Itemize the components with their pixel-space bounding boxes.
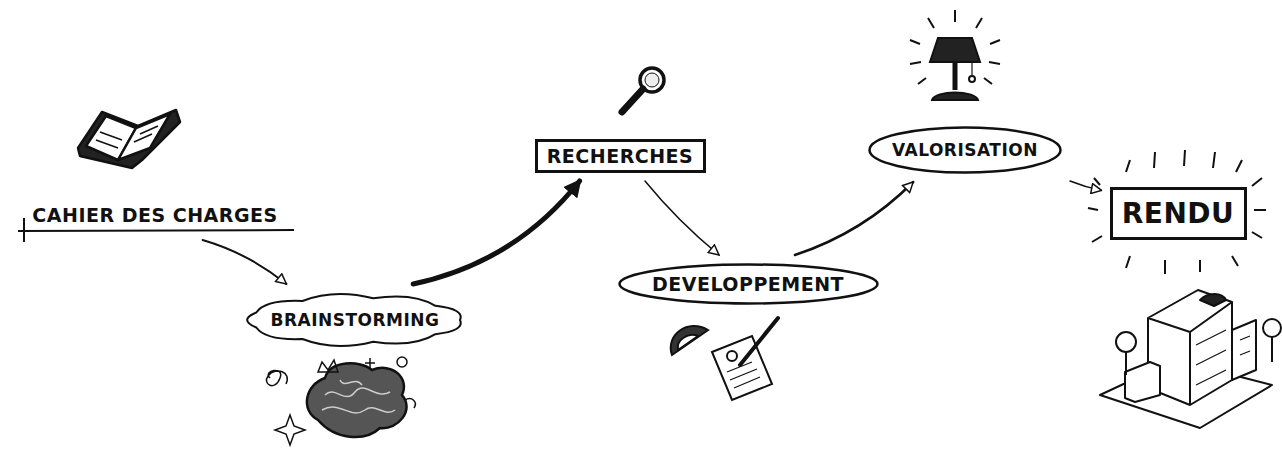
highlight-rays (1088, 150, 1266, 274)
underline-node: CAHIER DES CHARGES (24, 198, 286, 232)
building-illustration (1100, 290, 1281, 428)
flow-arrow (1070, 181, 1102, 190)
node-label: RECHERCHES (547, 145, 694, 167)
node-label: DEVELOPPEMENT (652, 273, 844, 295)
rect-node: RECHERCHES (535, 139, 706, 173)
node-label: RENDU (1122, 197, 1235, 230)
ellipse-node: VALORISATION (868, 126, 1062, 174)
book-icon (78, 110, 180, 168)
node-label: VALORISATION (892, 140, 1038, 160)
flow-arrow (413, 181, 579, 284)
node-label: BRAINSTORMING (270, 310, 439, 330)
ellipse-node: DEVELOPPEMENT (618, 263, 879, 305)
lamp-icon (910, 10, 1000, 100)
flow-arrow (203, 240, 287, 284)
flow-arrow (795, 182, 913, 255)
rect-node: RENDU (1110, 187, 1247, 240)
node-label: CAHIER DES CHARGES (32, 204, 277, 226)
flow-arrow (645, 181, 719, 255)
magnifier-icon (622, 68, 664, 112)
cloud-node: BRAINSTORMING (244, 292, 466, 348)
brain-illustration (266, 357, 415, 445)
drawing-tools-icon (671, 318, 778, 400)
